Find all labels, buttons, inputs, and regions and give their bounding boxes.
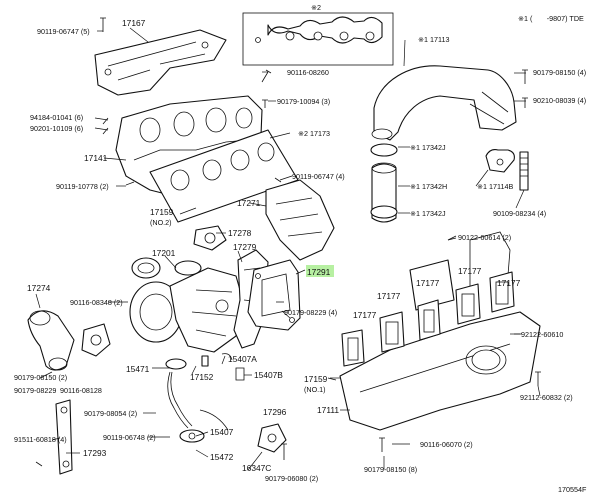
label-92122-60610: 92122-60610 xyxy=(521,330,563,339)
label-15471: 15471 xyxy=(126,364,150,374)
bracket-17114b xyxy=(485,149,515,173)
label-17201: 17201 xyxy=(152,248,176,258)
manifold-gasket-17173 xyxy=(149,129,299,223)
label-17141: 17141 xyxy=(84,153,108,163)
label-17342j-b: ※1 17342J xyxy=(410,209,446,218)
label-90116-06070-2: 90116-06070 (2) xyxy=(420,440,473,449)
highlight-17291 xyxy=(306,265,334,277)
label-no1: (NO.1) xyxy=(304,385,326,394)
label-90179-08054-2: 90179-08054 (2) xyxy=(84,409,137,418)
label-17177-a: 17177 xyxy=(458,266,482,276)
label-17177-d: 17177 xyxy=(353,310,377,320)
label-17279: 17279 xyxy=(233,242,257,252)
label-90116-08348-2: 90116-08348 (2) xyxy=(70,298,123,307)
label-90122-60614-2: 90122-60614 (2) xyxy=(458,233,511,242)
label-17293: 17293 xyxy=(83,448,107,458)
label-17114b: ※1 17114B xyxy=(477,182,513,191)
label-no2: (NO.2) xyxy=(150,218,172,227)
label-90179-10094-3: 90179-10094 (3) xyxy=(277,97,330,106)
label-17113: ※1 17113 xyxy=(418,35,449,44)
gasket-left xyxy=(81,323,111,357)
manifold-gasket-inset xyxy=(242,12,394,66)
exhaust-manifold-17141 xyxy=(115,95,263,215)
label-91511-60818-4: 91511-60818 (4) xyxy=(14,435,67,444)
label-17177-b: 17177 xyxy=(377,291,401,301)
gasket-17291 xyxy=(247,259,301,331)
label-90179-08229: 90179-08229 xyxy=(14,386,56,395)
label-17159-no2: 17159 xyxy=(150,207,174,217)
heat-insulator-17167 xyxy=(94,29,227,96)
label-92112-60832-2: 92112-60832 (2) xyxy=(520,393,573,402)
oil-pipes xyxy=(165,353,245,443)
heat-insulator-17271 xyxy=(265,179,335,261)
gaskets-17177 xyxy=(341,271,515,367)
intake-hose xyxy=(370,143,398,223)
label-90116-08128: 90116-08128 xyxy=(60,386,102,395)
label-90116-08260: 90116-08260 xyxy=(287,68,329,77)
turbocharger-17201 xyxy=(129,257,245,367)
label-90179-08150-4a: 90179-08150 (4) xyxy=(533,68,586,77)
outlet-elbow-17274 xyxy=(27,310,75,371)
label-17167: 17167 xyxy=(122,18,146,28)
label-17291: 17291 xyxy=(307,267,331,277)
label-90179-08150-2: 90179-08150 (2) xyxy=(14,373,67,382)
label-17177-c: 17177 xyxy=(416,278,440,288)
gasket-17278 xyxy=(193,225,227,251)
label-17342h: ※1 17342H xyxy=(410,182,447,191)
label-17173: ※2 17173 xyxy=(298,129,330,138)
label-17274: 17274 xyxy=(27,283,51,293)
leader-lines xyxy=(35,27,541,471)
label-90179-08229-4: 90179-08229 (4) xyxy=(284,308,337,317)
label-90119-06748-2: 90119-06748 (2) xyxy=(103,433,156,442)
label-90119-06747-5: 90119-06747 (5) xyxy=(37,27,90,36)
label-17111: 17111 xyxy=(317,405,339,415)
label-15472: 15472 xyxy=(210,452,234,462)
label-90179-08150-8: 90179-08150 (8) xyxy=(364,465,417,474)
label-94184-01041-6: 94184-01041 (6) xyxy=(30,113,83,122)
intake-pipe-17113 xyxy=(371,65,517,141)
label-15407a: 15407A xyxy=(228,354,257,364)
bolts xyxy=(100,17,528,186)
label-90119-06747-4: 90119-06747 (4) xyxy=(292,172,345,181)
label-17271: 17271 xyxy=(237,198,261,208)
drawing-number: 170554F xyxy=(558,485,587,494)
label-90210-08039-4: 90210-08039 (4) xyxy=(533,96,586,105)
label-17152: 17152 xyxy=(190,372,214,382)
label-16347c: 16347C xyxy=(242,463,271,473)
label-90119-10778-2: 90119-10778 (2) xyxy=(56,182,109,191)
label-90109-08234-4: 90109-08234 (4) xyxy=(493,209,546,218)
label-17296: 17296 xyxy=(263,407,287,417)
label-90201-10109-6: 90201-10109 (6) xyxy=(30,124,83,133)
label-15407b: 15407B xyxy=(254,370,283,380)
label-17342j-a: ※1 17342J xyxy=(410,143,446,152)
label-star2-top: ※2 xyxy=(311,3,321,12)
gasket-17296 xyxy=(257,423,287,460)
label-15407: 15407 xyxy=(210,427,234,437)
intake-manifold-17111 xyxy=(339,231,541,431)
note-tde: ※1 ( -9807) TDE xyxy=(518,14,584,23)
stay-17293 xyxy=(35,399,73,475)
label-17278: 17278 xyxy=(228,228,252,238)
label-90179-06080-2: 90179-06080 (2) xyxy=(265,474,318,483)
label-17159-no1: 17159 xyxy=(304,374,328,384)
stud-90109 xyxy=(519,151,529,191)
label-17177-e: 17177 xyxy=(497,278,521,288)
